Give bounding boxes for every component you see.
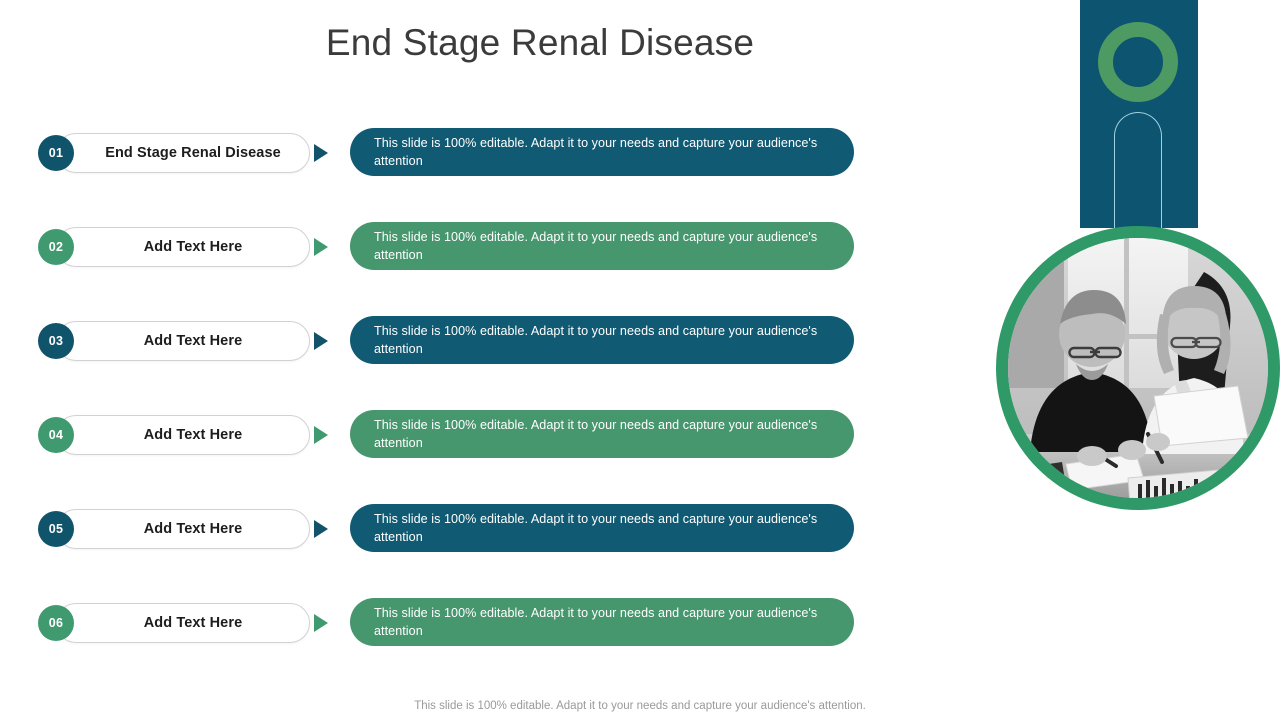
step-label-group[interactable]: Add Text Here 06 [38, 603, 310, 651]
step-label-text: Add Text Here [143, 427, 243, 443]
step-row: Add Text Here 05 This slide is 100% editab… [0, 504, 900, 557]
step-number-text: 06 [48, 616, 64, 630]
step-row: Add Text Here 06 This slide is 100% editab… [0, 598, 900, 651]
page-title: End Stage Renal Disease [325, 22, 755, 63]
step-number-text: 05 [48, 522, 64, 536]
step-number-text: 02 [48, 240, 64, 254]
step-description-text: This slide is 100% editable. Adapt it to… [374, 418, 818, 450]
step-description-text: This slide is 100% editable. Adapt it to… [374, 512, 818, 544]
step-description-pill[interactable]: This slide is 100% editable. Adapt it to… [350, 598, 854, 646]
step-label-group[interactable]: Add Text Here 03 [38, 321, 310, 369]
step-number-badge: 03 [38, 323, 74, 359]
step-label-text: End Stage Renal Disease [105, 145, 281, 161]
arch-outline-icon [1114, 112, 1162, 232]
step-number-badge: 01 [38, 135, 74, 171]
step-row: Add Text Here 02 This slide is 100% editab… [0, 222, 900, 275]
step-description-text: This slide is 100% editable. Adapt it to… [374, 324, 818, 356]
step-row: Add Text Here 03 This slide is 100% editab… [0, 316, 900, 369]
step-description-text: This slide is 100% editable. Adapt it to… [374, 136, 818, 168]
circle-outline-icon [1098, 22, 1178, 102]
photo-circle-frame [996, 226, 1280, 510]
step-description-pill[interactable]: This slide is 100% editable. Adapt it to… [350, 222, 854, 270]
step-label-text: Add Text Here [143, 333, 243, 349]
step-label-pill[interactable]: Add Text Here [56, 603, 310, 643]
step-label-pill[interactable]: End Stage Renal Disease [56, 133, 310, 173]
step-number-text: 03 [48, 334, 64, 348]
step-description-pill[interactable]: This slide is 100% editable. Adapt it to… [350, 316, 854, 364]
play-triangle-icon [314, 332, 328, 350]
step-label-group[interactable]: Add Text Here 05 [38, 509, 310, 557]
step-label-text: Add Text Here [143, 521, 243, 537]
step-label-group[interactable]: End Stage Renal Disease 01 [38, 133, 310, 181]
step-label-pill[interactable]: Add Text Here [56, 415, 310, 455]
step-label-pill[interactable]: Add Text Here [56, 509, 310, 549]
step-description-pill[interactable]: This slide is 100% editable. Adapt it to… [350, 410, 854, 458]
step-row: Add Text Here 04 This slide is 100% editab… [0, 410, 900, 463]
footer-note: This slide is 100% editable. Adapt it to… [414, 700, 866, 712]
step-label-pill[interactable]: Add Text Here [56, 321, 310, 361]
play-triangle-icon [314, 144, 328, 162]
step-label-text: Add Text Here [143, 615, 243, 631]
step-row: End Stage Renal Disease 01 This slide is 1… [0, 128, 900, 181]
step-label-pill[interactable]: Add Text Here [56, 227, 310, 267]
step-label-text: Add Text Here [143, 239, 243, 255]
step-number-text: 01 [48, 146, 64, 160]
step-label-group[interactable]: Add Text Here 04 [38, 415, 310, 463]
play-triangle-icon [314, 238, 328, 256]
step-description-text: This slide is 100% editable. Adapt it to… [374, 230, 818, 262]
two-colleagues-reviewing-documents-photo [1008, 238, 1268, 498]
step-number-badge: 02 [38, 229, 74, 265]
step-description-pill[interactable]: This slide is 100% editable. Adapt it to… [350, 504, 854, 552]
play-triangle-icon [314, 520, 328, 538]
play-triangle-icon [314, 614, 328, 632]
step-number-badge: 05 [38, 511, 74, 547]
step-number-badge: 04 [38, 417, 74, 453]
step-label-group[interactable]: Add Text Here 02 [38, 227, 310, 275]
step-description-pill[interactable]: This slide is 100% editable. Adapt it to… [350, 128, 854, 176]
play-triangle-icon [314, 426, 328, 444]
step-number-text: 04 [48, 428, 64, 442]
step-number-badge: 06 [38, 605, 74, 641]
step-description-text: This slide is 100% editable. Adapt it to… [374, 606, 818, 638]
